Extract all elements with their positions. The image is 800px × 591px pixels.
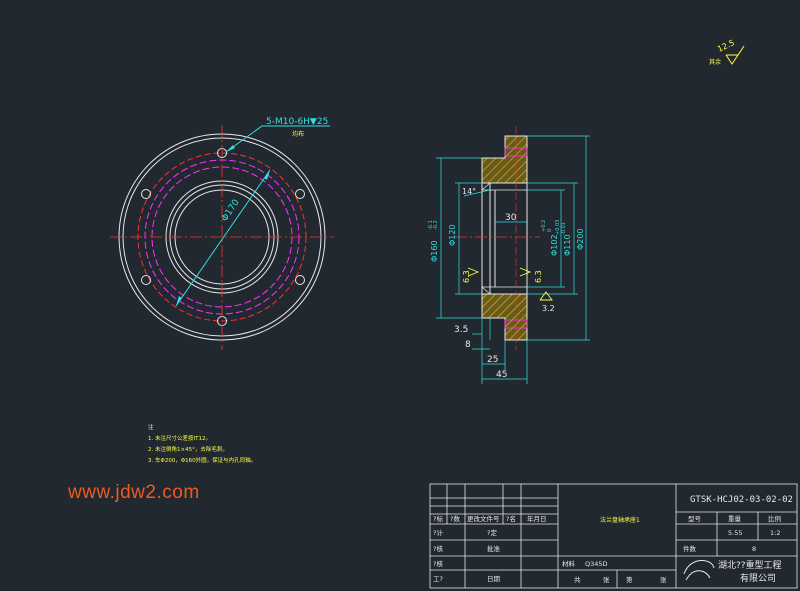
sheet-total: 共 (574, 575, 581, 584)
part-name: 法兰盘轴承座1 (600, 516, 640, 524)
hdr-weight: 重量 (728, 515, 742, 523)
dim-l35: 3.5 (454, 325, 468, 335)
notes-line-1: 1. 未注尺寸公差按IT12。 (148, 436, 211, 442)
sheet-unit-1: 张 (603, 575, 610, 584)
title-block (429, 483, 798, 589)
dim-d120: Φ120 (448, 224, 457, 246)
notes-line-3: 3. 车Φ200，Φ160外圆，保证与内孔同轴。 (148, 458, 257, 464)
dim-d102-tol: +0.2 (541, 220, 547, 232)
qty-value: 8 (752, 545, 756, 553)
thread-note: 均布 (292, 130, 304, 138)
dim-d200: Φ200 (576, 228, 585, 250)
title-block-text: GTSK-HCJ02-03-02-02 法兰盘轴承座1 ?标 ?数 更改文件号 … (433, 495, 793, 584)
dim-d160-tol: -0.1 (428, 220, 434, 230)
dim-l8: 8 (465, 340, 471, 350)
hdr-type: 型号 (688, 514, 702, 523)
row2-b: 批准 (487, 544, 501, 553)
dim-l45: 45 (496, 370, 507, 380)
row1-b: ?定 (487, 528, 497, 537)
material-value: Q345D (585, 560, 608, 568)
notes-line-2: 2. 未注倒角1×45°，去除毛刺。 (148, 447, 228, 453)
roughness-symbol-top (725, 45, 745, 65)
dim-d102-tol2: 0 (547, 229, 553, 232)
section-view (436, 126, 590, 384)
row3-a: ?核 (433, 559, 443, 568)
roughness-top-note: 其余 (709, 58, 721, 66)
sheet-no: 第 (626, 575, 633, 584)
company-logo-icon (683, 560, 715, 581)
hdr-sign: ?名 (506, 514, 516, 523)
dim-r63a: 6.3 (462, 270, 471, 283)
technical-notes: 注 1. 未注尺寸公差按IT12。 2. 未注倒角1×45°，去除毛刺。 3. … (148, 423, 256, 467)
section-dimension-labels: Φ160 -0.1 -0.2 Φ120 Φ102 +0.2 0 Φ110 +0.… (428, 187, 585, 380)
weight-value: 5.55 (728, 529, 742, 537)
company-line2: 有限公司 (740, 572, 776, 584)
dim-ang14: 14° (462, 187, 476, 196)
dim-w30: 30 (505, 213, 517, 223)
scale-value: 1:2 (770, 529, 780, 537)
row4-a: 工? (433, 575, 443, 583)
sheet-unit-2: 张 (660, 575, 667, 584)
qty-label: 件数 (683, 544, 697, 553)
hdr-count: ?数 (450, 514, 460, 523)
dim-d110: Φ110 (563, 234, 572, 256)
hdr-doc: 更改文件号 (467, 514, 500, 523)
dim-d160-tol2: -0.2 (433, 220, 439, 230)
row2-a: ?核 (433, 544, 443, 553)
dim-r32: 3.2 (542, 304, 555, 313)
material-label: 材料 (562, 559, 576, 568)
hdr-date: 年月日 (527, 514, 547, 523)
thread-callout: 5-M10-6H▼25 (266, 117, 328, 127)
row4-b: 日期 (487, 575, 501, 583)
company-line1: 湖北??重型工程 (718, 559, 782, 571)
dim-l25: 25 (487, 355, 498, 365)
drawing-number: GTSK-HCJ02-03-02-02 (690, 495, 793, 505)
dim-d110-tol2: -0.01 (561, 222, 567, 235)
watermark-link[interactable]: www.jdw2.com (68, 482, 200, 503)
row1-a: ?计 (433, 528, 443, 537)
hdr-scale: 比例 (768, 514, 781, 523)
dim-r63b: 6.3 (534, 270, 543, 283)
dim-d102: Φ102 (550, 234, 559, 256)
notes-title: 注 (148, 425, 154, 431)
dim-d110-tol: +0.03 (555, 220, 561, 235)
hdr-mark: ?标 (433, 514, 443, 523)
dim-d160: Φ160 (430, 240, 439, 262)
